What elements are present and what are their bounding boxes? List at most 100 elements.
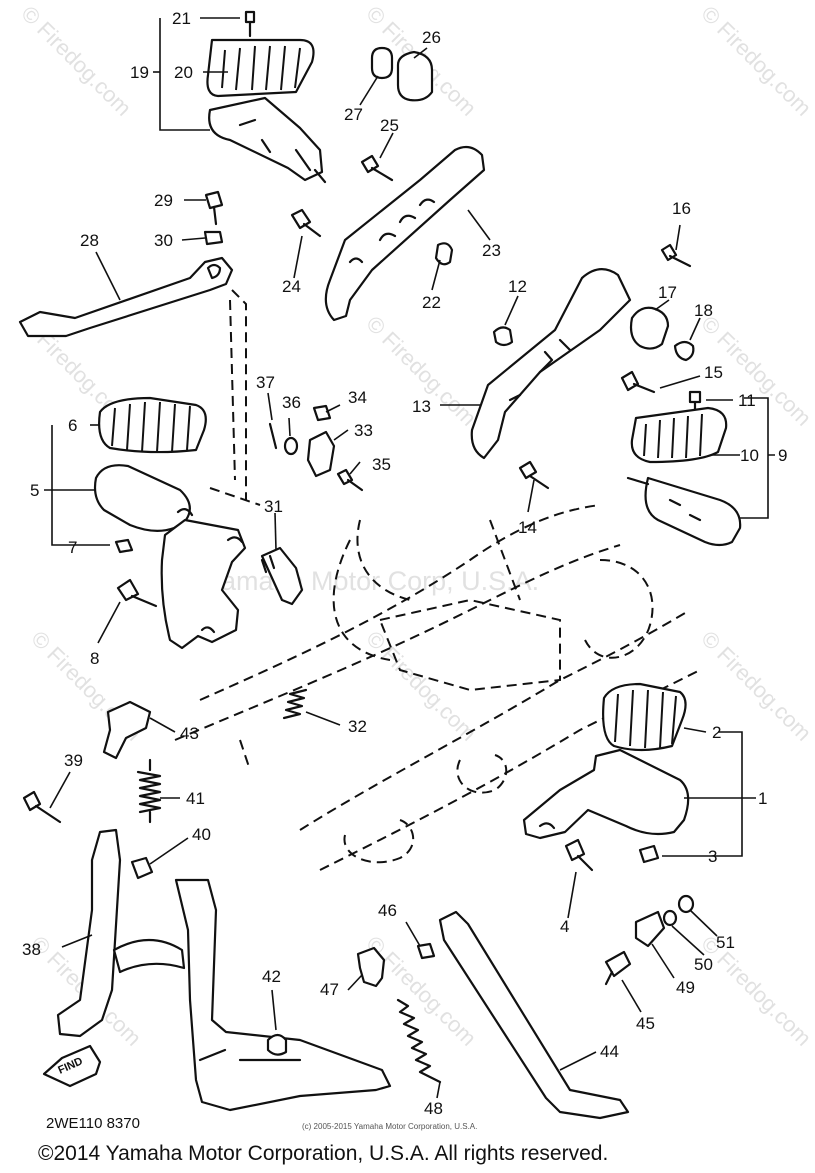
collar-40 bbox=[130, 856, 154, 880]
shaft-31 bbox=[260, 546, 304, 606]
callout-17: 17 bbox=[658, 283, 677, 302]
pin-37 bbox=[268, 422, 278, 450]
callout-44: 44 bbox=[600, 1042, 619, 1061]
callouts: 21 20 19 26 27 25 23 29 30 28 24 22 16 1… bbox=[22, 9, 787, 1118]
rear-footrest-left-bracket bbox=[208, 96, 327, 184]
joint-33 bbox=[306, 430, 336, 478]
watermark: © Firedog.com bbox=[696, 931, 815, 1051]
spring-32 bbox=[282, 688, 308, 720]
bolt-14 bbox=[518, 460, 550, 490]
callout-36: 36 bbox=[282, 393, 301, 412]
callout-43: 43 bbox=[180, 724, 199, 743]
leader-lines bbox=[44, 17, 775, 1099]
callout-3: 3 bbox=[708, 847, 717, 866]
spring-48 bbox=[396, 998, 442, 1084]
switch-45 bbox=[604, 950, 632, 986]
main-stand-38 bbox=[56, 828, 392, 1112]
callout-28: 28 bbox=[80, 231, 99, 250]
spring-41 bbox=[136, 758, 162, 824]
callout-13: 13 bbox=[412, 397, 431, 416]
bolt-15 bbox=[620, 370, 656, 394]
callout-42: 42 bbox=[262, 967, 281, 986]
callout-10: 10 bbox=[740, 446, 759, 465]
callout-12: 12 bbox=[508, 277, 527, 296]
callout-8: 8 bbox=[90, 649, 99, 668]
side-stand-44 bbox=[438, 910, 630, 1120]
nut-34 bbox=[312, 404, 332, 422]
collar-18 bbox=[673, 340, 695, 362]
callout-30: 30 bbox=[154, 231, 173, 250]
callout-50: 50 bbox=[694, 955, 713, 974]
bolt-35 bbox=[336, 468, 364, 492]
watermark-center: Yamaha Motor Corp, U.S.A. bbox=[205, 566, 539, 596]
callout-41: 41 bbox=[186, 789, 205, 808]
collar-42 bbox=[266, 1033, 288, 1056]
rubber-footrest-6 bbox=[98, 396, 207, 454]
callout-31: 31 bbox=[264, 497, 283, 516]
callout-1: 1 bbox=[758, 789, 767, 808]
callout-20: 20 bbox=[174, 63, 193, 82]
callout-33: 33 bbox=[354, 421, 373, 440]
nut-3 bbox=[638, 844, 660, 864]
brake-pedal bbox=[18, 256, 234, 338]
callout-51: 51 bbox=[716, 933, 735, 952]
callout-15: 15 bbox=[704, 363, 723, 382]
watermark: © Firedog.com bbox=[16, 1, 136, 121]
callout-9: 9 bbox=[778, 446, 787, 465]
bolt-29-nut-30 bbox=[203, 190, 224, 246]
callout-22: 22 bbox=[422, 293, 441, 312]
collar-51 bbox=[677, 894, 695, 914]
bolt-39 bbox=[22, 790, 62, 824]
footrest-assy-1 bbox=[522, 748, 690, 840]
callout-27: 27 bbox=[344, 105, 363, 124]
bushing-17 bbox=[629, 306, 670, 350]
callout-48: 48 bbox=[424, 1099, 443, 1118]
callout-45: 45 bbox=[636, 1014, 655, 1033]
callout-24: 24 bbox=[282, 277, 301, 296]
callout-40: 40 bbox=[192, 825, 211, 844]
diagram-code: 2WE110 8370 bbox=[46, 1115, 140, 1132]
bracket-47 bbox=[356, 946, 386, 988]
callout-6: 6 bbox=[68, 416, 77, 435]
callout-18: 18 bbox=[694, 301, 713, 320]
bolt-16 bbox=[660, 243, 692, 268]
callout-38: 38 bbox=[22, 940, 41, 959]
callout-37: 37 bbox=[256, 373, 275, 392]
small-copyright: (c) 2005-2015 Yamaha Motor Corporation, … bbox=[302, 1122, 477, 1131]
rear-bracket-right bbox=[470, 268, 632, 460]
callout-11: 11 bbox=[738, 391, 756, 410]
callout-14: 14 bbox=[518, 518, 537, 537]
callout-2: 2 bbox=[712, 723, 721, 742]
collar-12 bbox=[492, 326, 514, 347]
collar-46 bbox=[416, 942, 436, 960]
find-arrow: FIND bbox=[42, 1044, 102, 1088]
callout-35: 35 bbox=[372, 455, 391, 474]
callout-26: 26 bbox=[422, 28, 441, 47]
copyright-notice: ©2014 Yamaha Motor Corporation, U.S.A. A… bbox=[38, 1142, 608, 1165]
rear-footrest-left-top bbox=[206, 10, 315, 98]
collar-bushings bbox=[370, 46, 434, 102]
footrest-assy-9 bbox=[626, 476, 742, 547]
callout-29: 29 bbox=[154, 191, 173, 210]
bolt-25 bbox=[360, 154, 394, 182]
callout-7: 7 bbox=[68, 538, 77, 557]
callout-25: 25 bbox=[380, 116, 399, 135]
rear-bracket-arm bbox=[324, 145, 486, 322]
callout-21: 21 bbox=[172, 9, 191, 28]
callout-4: 4 bbox=[560, 917, 569, 936]
bolt-24 bbox=[290, 208, 322, 238]
callout-19: 19 bbox=[130, 63, 149, 82]
callout-49: 49 bbox=[676, 978, 695, 997]
watermark: © Firedog.com bbox=[696, 1, 815, 121]
callout-32: 32 bbox=[348, 717, 367, 736]
bolt-8 bbox=[116, 578, 158, 608]
washer-36 bbox=[283, 436, 299, 456]
footrest-assy-5 bbox=[93, 464, 194, 532]
callout-47: 47 bbox=[320, 980, 339, 999]
nut-7 bbox=[114, 538, 134, 554]
washer-50 bbox=[662, 909, 678, 927]
callout-34: 34 bbox=[348, 388, 367, 407]
bolt-4 bbox=[564, 838, 594, 872]
callout-23: 23 bbox=[482, 241, 501, 260]
